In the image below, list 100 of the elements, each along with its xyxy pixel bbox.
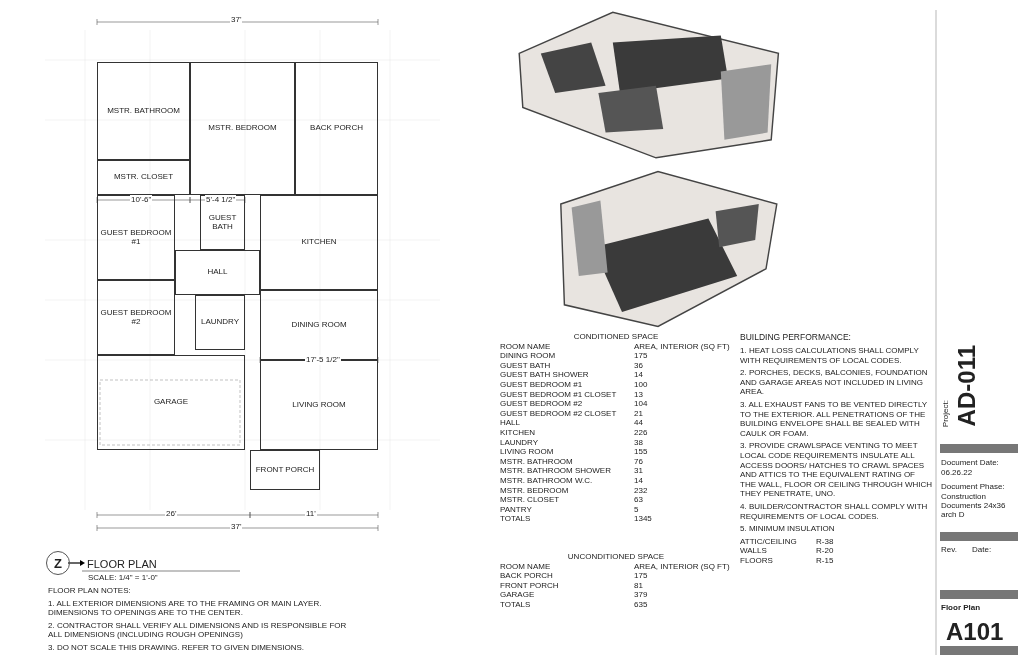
- dimension-label: 10'-6": [130, 195, 153, 205]
- room-name: FRONT PORCH: [255, 465, 315, 475]
- porch-area: [295, 62, 378, 195]
- table-cell-text: 13: [634, 389, 644, 400]
- table-cell-text: R-38: [816, 536, 835, 547]
- room-name: LIVING ROOM: [292, 400, 346, 410]
- table-cell-text: 100: [634, 379, 649, 390]
- porch-area: [250, 450, 320, 490]
- table-cell-text: ROOM NAME: [500, 561, 552, 572]
- table-cell-text: GUEST BEDROOM #2 CLOSET: [500, 408, 618, 419]
- room-name: MSTR. CLOSET: [113, 173, 174, 182]
- section-heading: BUILDING PERFORMANCE:: [740, 332, 852, 342]
- note-text: 4. BUILDER/CONTRACTOR SHALL COMPLY WITH REQUIREMENTS OF LOCAL CODES.: [740, 501, 929, 522]
- room-area: [260, 360, 378, 450]
- field-value: 06.26.22: [941, 468, 973, 477]
- table-cell-text: 14: [634, 475, 644, 486]
- dimension-label: 5'-4 1/2": [205, 195, 237, 205]
- drawing-title: FLOOR PLAN: [87, 558, 157, 570]
- room-name: HALL: [207, 268, 228, 277]
- dimension-label: 37': [230, 522, 243, 532]
- table-cell-text: 104: [634, 399, 649, 409]
- table-cell-text: GUEST BATH SHOWER: [500, 370, 590, 380]
- notes-heading: FLOOR PLAN NOTES:: [48, 586, 132, 596]
- room-area: [97, 160, 190, 195]
- scale-note: SCALE: 1/4" = 1'-0": [88, 573, 158, 583]
- note-text: 1. ALL EXTERIOR DIMENSIONS ARE TO THE FRAMING OR MAIN LAYER. DIMENSIONS TO OPENINGS ARE TO THE CENTER.: [48, 598, 323, 618]
- table-cell-text: 36: [634, 360, 644, 371]
- table-cell-text: WALLS: [740, 546, 768, 556]
- table-cell-text: 76: [634, 456, 644, 467]
- note-text: 3. DO NOT SCALE THIS DRAWING. REFER TO GIVEN DIMENSIONS.: [48, 642, 306, 653]
- room-name: MSTR. BEDROOM: [208, 124, 277, 133]
- table-cell-text: GARAGE: [500, 590, 536, 600]
- room-name: LAUNDRY: [200, 318, 240, 327]
- note-text: 3. ALL EXHAUST FANS TO BE VENTED DIRECTLY TO THE EXTERIOR. ALL PENETRATIONS OF THE BUILDING ENVELOPE SHALL BE SEALED WITH CAULK OR FOAM.: [740, 399, 929, 439]
- room-area: [195, 295, 245, 350]
- note-text: 2. PORCHES, DECKS, BALCONIES, FOUNDATION AND GARAGE AREAS NOT INCLUDED IN LIVING AREA.: [740, 368, 929, 397]
- table-cell-text: MSTR. BATHROOM: [500, 456, 574, 467]
- table-cell-text: BACK PORCH: [500, 571, 554, 581]
- table-cell-text: MSTR. BEDROOM: [500, 485, 570, 496]
- room-name: KITCHEN: [301, 238, 337, 247]
- note-text: 1. HEAT LOSS CALCULATIONS SHALL COMPLY WITH REQUIREMENTS OF LOCAL CODES.: [740, 346, 920, 366]
- table-cell-text: R-20: [816, 546, 835, 556]
- table-cell-text: AREA, INTERIOR (SQ FT): [634, 341, 731, 352]
- room-area: [260, 195, 378, 290]
- dimension-label: 11': [305, 509, 317, 519]
- table-cell-text: 81: [634, 580, 644, 591]
- table-cell-text: 232: [634, 485, 649, 496]
- table-cell-text: 31: [634, 466, 644, 476]
- dimension-label: 26': [165, 509, 178, 519]
- field-label: Document Date:: [941, 458, 999, 467]
- note-text: 3. PROVIDE CRAWLSPACE VENTING TO MEET LOCAL CODE REQUIREMENTS INSULATE ALL ACCESS DOORS/ HATCHES TO CRAWL SPACES AND ATTICS TO THE EQUIVALENT RATING OF THE WALL, FLOOR OR CEILING THROUGH WHICH THEY PENETRATE, UNO.: [740, 441, 932, 499]
- note-text: 5. MINIMUM INSULATION: [740, 524, 836, 534]
- table-cell-text: R-15: [816, 555, 835, 566]
- dimension-label: 37': [230, 15, 243, 25]
- table-cell-text: ATTIC/CEILING: [740, 536, 798, 547]
- table-cell-text: 63: [634, 495, 644, 505]
- table-cell-text: 14: [634, 370, 644, 380]
- table-cell-text: GUEST BEDROOM #1: [500, 379, 584, 390]
- table-cell-text: AREA, INTERIOR (SQ FT): [634, 561, 731, 572]
- room-area: [97, 280, 175, 355]
- table-cell-text: 175: [634, 571, 649, 581]
- room-area: [175, 250, 260, 295]
- room-name: DINING ROOM: [291, 320, 347, 330]
- room-area: [97, 62, 190, 160]
- table-cell-text: 379: [634, 590, 649, 600]
- room-name: GUEST BATH: [207, 213, 238, 232]
- table-cell-text: FLOORS: [740, 555, 774, 566]
- room-name: BACK PORCH: [310, 124, 363, 133]
- room-name: MSTR. BATHROOM: [107, 106, 180, 116]
- table-cell-text: GUEST BATH: [500, 360, 552, 371]
- table-cell-text: MSTR. BATHROOM SHOWER: [500, 466, 612, 476]
- table-cell-text: PANTRY: [500, 504, 533, 515]
- field-value: Construction Documents 24x36 arch D: [941, 492, 1007, 519]
- table-cell-text: ROOM NAME: [500, 341, 552, 352]
- table-cell-text: 44: [634, 418, 644, 428]
- table-cell-text: FRONT PORCH: [500, 580, 560, 591]
- table-heading: CONDITIONED SPACE: [572, 332, 660, 342]
- table-cell-text: 155: [634, 447, 649, 457]
- room-area: [97, 355, 245, 450]
- table-cell-text: MSTR. BATHROOM W.C.: [500, 475, 594, 486]
- table-cell-text: DINING ROOM: [500, 351, 557, 361]
- table-cell-text: 5: [634, 504, 640, 515]
- table-cell-text: TOTALS: [500, 599, 532, 610]
- table-cell-text: HALL: [500, 418, 521, 428]
- project-label: Project:: [941, 400, 950, 428]
- field-label: Date:: [972, 545, 992, 554]
- field-label: Document Phase:: [941, 482, 1005, 491]
- table-cell-text: GUEST BEDROOM #1 CLOSET: [500, 389, 618, 400]
- room-area: [97, 195, 175, 280]
- room-name: GUEST BEDROOM #1: [99, 228, 173, 247]
- sheet-number: A101: [946, 618, 1004, 646]
- table-cell-text: TOTALS: [500, 514, 532, 524]
- room-area: [190, 62, 295, 195]
- bubble-letter: Z: [54, 555, 62, 571]
- field-label: Rev.: [941, 545, 957, 554]
- table-cell-text: KITCHEN: [500, 427, 537, 438]
- table-cell-text: 226: [634, 427, 649, 438]
- table-cell-text: GUEST BEDROOM #2: [500, 399, 584, 409]
- table-cell-text: 21: [634, 408, 644, 419]
- table-cell-text: 635: [634, 599, 649, 610]
